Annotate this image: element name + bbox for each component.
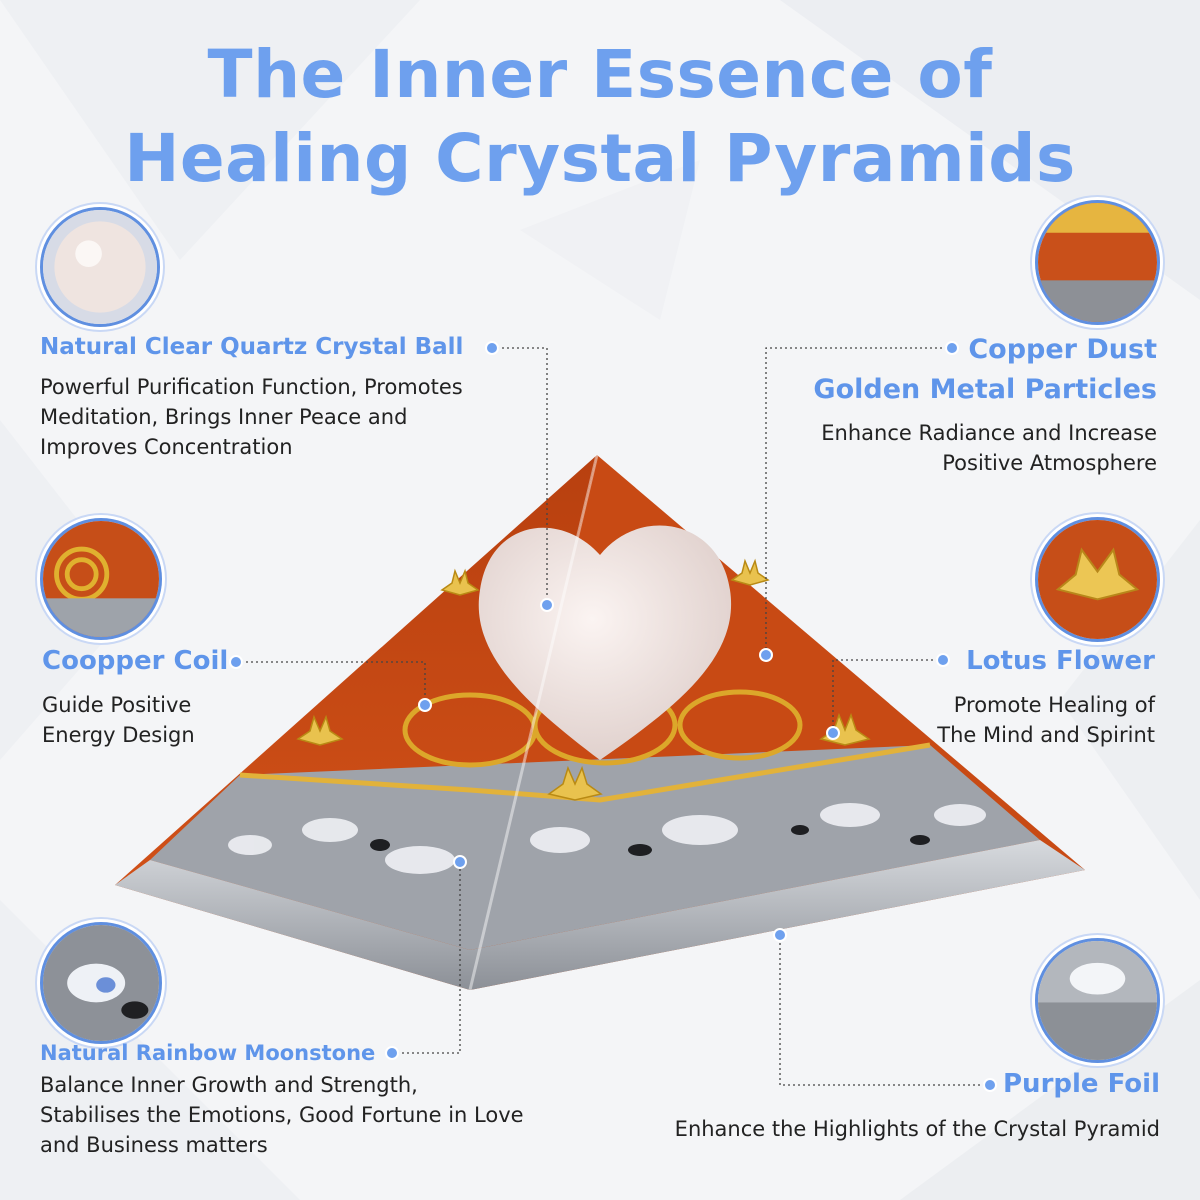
callout-copper-dust: Copper Dust Golden Metal Particles Enhan…: [813, 330, 1157, 478]
callout-desc-line: Positive Atmosphere: [942, 451, 1157, 475]
callout-desc-line: and Business matters: [40, 1133, 268, 1157]
callout-heading: Lotus Flower: [966, 646, 1155, 676]
copper-coil-thumb: [40, 518, 162, 640]
callout-heading: Natural Clear Quartz Crystal Ball: [40, 334, 464, 360]
callout-desc-line: Energy Design: [42, 723, 195, 747]
callout-foil: Purple Foil Enhance the Highlights of th…: [675, 1066, 1160, 1144]
callout-heading: Natural Rainbow Moonstone: [40, 1041, 376, 1065]
page-title-line-1: The Inner Essence of: [207, 36, 993, 113]
lotus-flower: [547, 765, 603, 801]
callout-heading: Copper Dust: [968, 334, 1157, 365]
copper-dust-thumb: [1035, 200, 1160, 325]
callout-quartz: Natural Clear Quartz Crystal Ball Powerf…: [40, 332, 463, 462]
callout-desc-line: Stabilises the Emotions, Good Fortune in…: [40, 1103, 524, 1127]
callout-desc-line: Promote Healing of: [953, 693, 1155, 717]
callout-desc-line: Meditation, Brings Inner Peace and: [40, 405, 408, 429]
callout-desc-line: Powerful Purification Function, Promotes: [40, 375, 463, 399]
moonstone-thumb: [40, 922, 162, 1044]
callout-heading: Purple Foil: [1003, 1069, 1160, 1099]
callout-desc-line: Improves Concentration: [40, 435, 293, 459]
callout-heading: Golden Metal Particles: [813, 374, 1157, 405]
lotus-flower: [730, 558, 770, 586]
callout-desc-line: Guide Positive: [42, 693, 192, 717]
moonstone-layer: [150, 745, 1040, 950]
lotus-flower-thumb: [1035, 517, 1160, 642]
foil-layer: [115, 840, 1085, 990]
callout-desc-line: Enhance the Highlights of the Crystal Py…: [674, 1117, 1160, 1141]
callout-moonstone: Natural Rainbow Moonstone Balance Inner …: [40, 1038, 524, 1160]
callout-heading: Coopper Coil: [42, 646, 229, 676]
page-title-line-2: Healing Crystal Pyramids: [124, 120, 1076, 197]
callout-lotus: Lotus Flower Promote Healing of The Mind…: [937, 644, 1155, 750]
lotus-flower: [440, 568, 480, 596]
callout-desc-line: Balance Inner Growth and Strength,: [40, 1073, 418, 1097]
foil-thumb: [1035, 938, 1160, 1063]
callout-desc-line: The Mind and Spirint: [937, 723, 1155, 747]
lotus-flower: [296, 714, 344, 746]
callout-desc-line: Enhance Radiance and Increase: [821, 421, 1157, 445]
callout-coil: Coopper Coil Guide Positive Energy Desig…: [42, 644, 228, 750]
quartz-ball-thumb: [40, 207, 160, 327]
